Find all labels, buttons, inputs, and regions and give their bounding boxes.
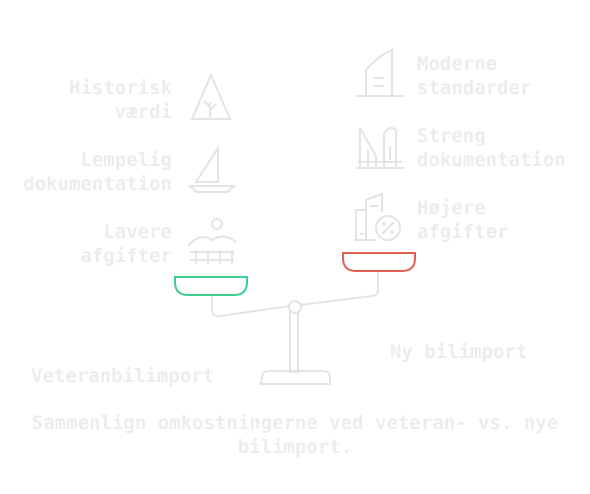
- factor-line: afgifter: [417, 221, 509, 243]
- industry-icon: [356, 126, 404, 169]
- percentage-building-icon: [354, 192, 401, 241]
- factor-line: afgifter: [80, 245, 172, 267]
- scale-beam-left: [211, 296, 291, 318]
- scale-base: [258, 370, 331, 385]
- factor-line: Historisk: [69, 77, 172, 99]
- factor-line: dokumentation: [417, 149, 566, 171]
- factor-line: Højere: [417, 197, 486, 219]
- scale-pillar: [289, 311, 299, 373]
- diagram-caption: Sammenlign omkostningerne ved veteran- v…: [0, 411, 590, 459]
- caption-line: Sammenlign omkostningerne ved veteran- v…: [31, 412, 559, 434]
- mountain-icon: [190, 72, 232, 120]
- factor-lempelig-dokumentation: Lempelig dokumentation: [0, 148, 172, 196]
- modern-building-icon: [356, 48, 404, 97]
- factor-line: værdi: [114, 101, 172, 123]
- sunset-field-icon: [187, 218, 237, 264]
- factor-streng-dokumentation: Streng dokumentation: [417, 124, 566, 172]
- factor-hoejere-afgifter: Højere afgifter: [417, 196, 509, 244]
- factor-line: Streng: [417, 125, 486, 147]
- factor-line: Moderne: [417, 53, 498, 75]
- scale-beam-right: [299, 270, 379, 306]
- left-pan: [174, 276, 248, 296]
- factor-line: standarder: [417, 77, 532, 99]
- factor-historisk-vaerdi: Historisk værdi: [0, 76, 172, 124]
- factor-line: Lavere: [103, 221, 172, 243]
- caption-line: bilimport.: [237, 436, 353, 458]
- scale-pivot: [288, 300, 302, 314]
- right-pan: [342, 252, 416, 272]
- right-side-label: Ny bilimport: [390, 341, 528, 363]
- factor-line: Lempelig: [80, 149, 172, 171]
- factor-moderne-standarder: Moderne standarder: [417, 52, 531, 100]
- left-side-label: Veteranbilimport: [31, 365, 215, 387]
- sailboat-icon: [188, 144, 236, 193]
- factor-line: dokumentation: [23, 173, 172, 195]
- factor-lavere-afgifter: Lavere afgifter: [0, 220, 172, 268]
